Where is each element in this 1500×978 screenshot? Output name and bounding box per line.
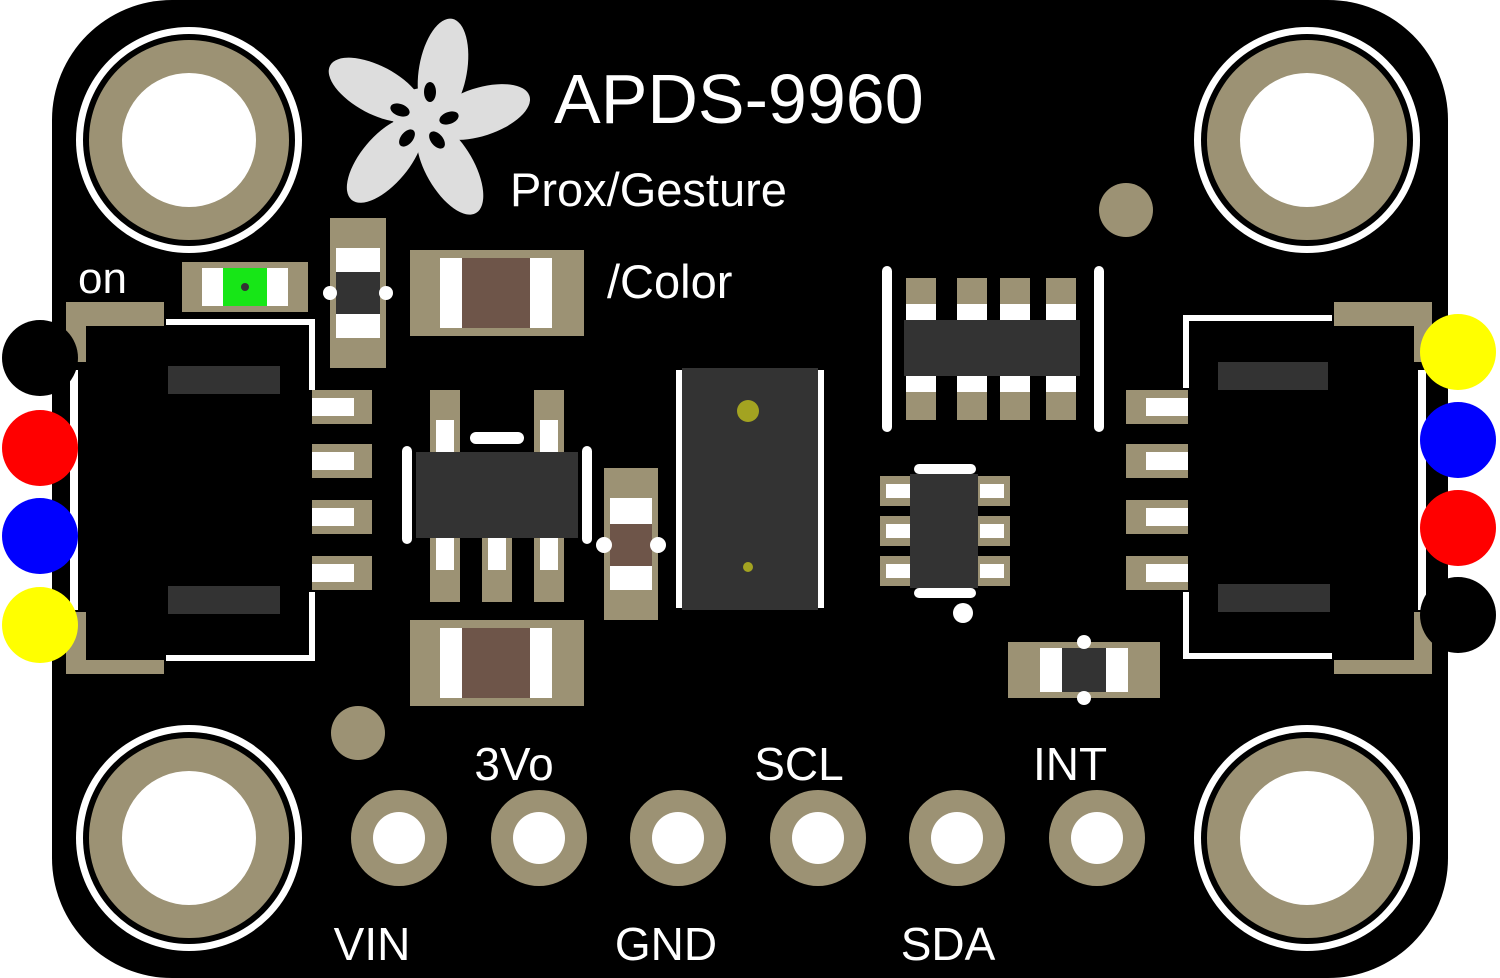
wire-left-red — [2, 410, 78, 486]
wire-left-blue — [2, 498, 78, 574]
pin-vin — [351, 790, 447, 886]
mounting-hole-top-right — [1194, 27, 1420, 253]
adafruit-flower-logo-icon — [328, 18, 531, 215]
level-shifter-chip — [882, 266, 1104, 432]
capacitor-vertical-small — [596, 468, 666, 620]
fiducial-top — [1099, 183, 1153, 237]
wire-right-red — [1420, 490, 1496, 566]
stemma-right-wires — [1420, 314, 1496, 653]
wire-left-yellow — [2, 587, 78, 663]
stemma-connector-right — [1126, 302, 1432, 674]
mounting-hole-top-left — [76, 27, 302, 253]
pin-gnd — [630, 790, 726, 886]
board-title: APDS-9960 — [554, 60, 924, 138]
wire-left-black — [2, 320, 78, 396]
stemma-left-wires — [2, 320, 78, 663]
capacitor-top — [410, 250, 584, 336]
apds9960-sensor — [676, 368, 824, 610]
wire-right-black — [1420, 577, 1496, 653]
pin-label-3vo: 3Vo — [474, 738, 553, 790]
pin-label-gnd: GND — [615, 918, 717, 970]
header-pins — [351, 790, 1145, 886]
small-ic-chip — [880, 464, 1010, 623]
pin-label-int: INT — [1033, 738, 1107, 790]
wire-right-blue — [1420, 402, 1496, 478]
power-led-label: on — [78, 254, 127, 303]
fiducial-bottom — [331, 706, 385, 760]
pin-sda — [909, 790, 1005, 886]
wire-right-yellow — [1420, 314, 1496, 390]
mounting-hole-bottom-right — [1194, 725, 1420, 951]
stemma-connector-left — [66, 302, 372, 674]
voltage-regulator — [402, 390, 592, 602]
pin-label-vin: VIN — [334, 918, 411, 970]
board-subtitle-line1: Prox/Gesture — [510, 163, 787, 216]
resistor-vertical-top — [323, 218, 393, 368]
pin-scl — [770, 790, 866, 886]
pin-label-scl: SCL — [754, 738, 843, 790]
power-led — [182, 262, 308, 312]
capacitor-bottom — [410, 620, 584, 706]
pin-label-sda: SDA — [901, 918, 996, 970]
pin-int — [1049, 790, 1145, 886]
pin-3vo — [491, 790, 587, 886]
resistor-bottom-right — [1008, 635, 1160, 705]
board-subtitle-line2: /Color — [607, 255, 732, 308]
mounting-hole-bottom-left — [76, 725, 302, 951]
